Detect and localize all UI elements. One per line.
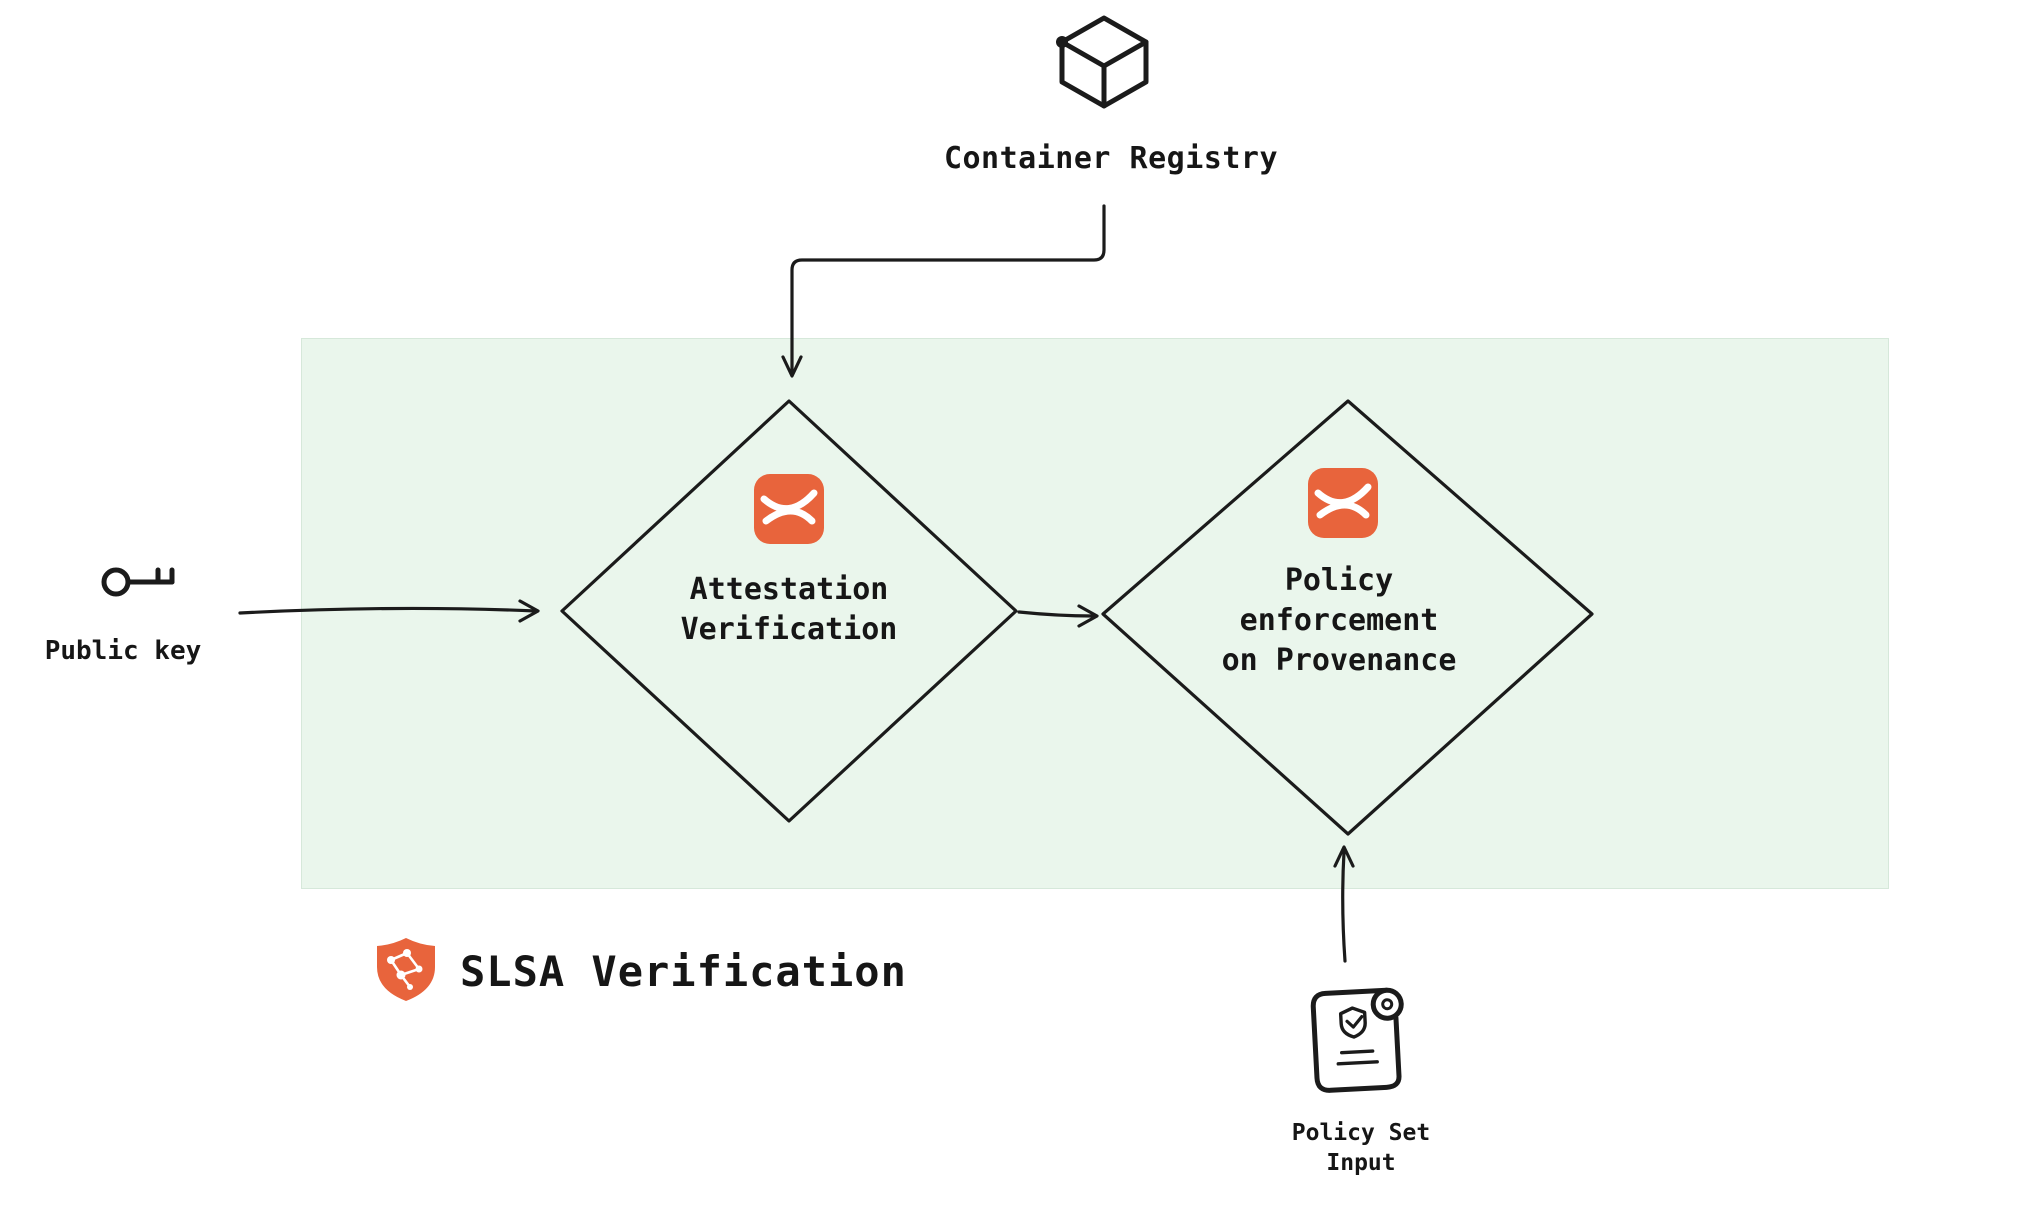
policy-label-line1: Policy <box>1284 563 1394 598</box>
arrow-attestation-to-policy <box>1017 604 1099 628</box>
key-icon <box>101 567 175 597</box>
arrow-registry-to-attestation <box>781 204 1106 378</box>
arrow-publickey-to-attestation <box>238 599 540 623</box>
policy-label-line2: enforcement <box>1239 603 1439 638</box>
attestation-label-line2: Verification <box>680 612 898 647</box>
attestation-label-line1: Attestation <box>689 572 889 607</box>
policy-node-label: Policy enforcement on Provenance <box>1109 561 1569 681</box>
policy-diamond <box>1101 399 1594 836</box>
policy-set-label-line1: Policy Set <box>1291 1120 1431 1146</box>
attestation-node-label: Attestation Verification <box>559 570 1019 650</box>
attestation-badge-icon <box>754 474 824 544</box>
attestation-diamond <box>560 399 1018 823</box>
arrow-policyset-to-policy <box>1333 845 1355 963</box>
public-key-label: Public key <box>44 636 202 666</box>
policy-label-line3: on Provenance <box>1221 643 1457 678</box>
registry-label: Container Registry <box>943 141 1279 176</box>
slsa-zone-label: SLSA Verification <box>460 947 907 996</box>
slsa-shield-icon <box>377 938 435 1001</box>
policy-set-label-line2: Input <box>1326 1150 1396 1176</box>
cube-3d-icon <box>1056 15 1149 109</box>
scroll-shield-check-icon <box>1310 987 1404 1093</box>
policy-set-label: Policy Set Input <box>1211 1118 1511 1178</box>
policy-badge-icon <box>1308 468 1378 538</box>
